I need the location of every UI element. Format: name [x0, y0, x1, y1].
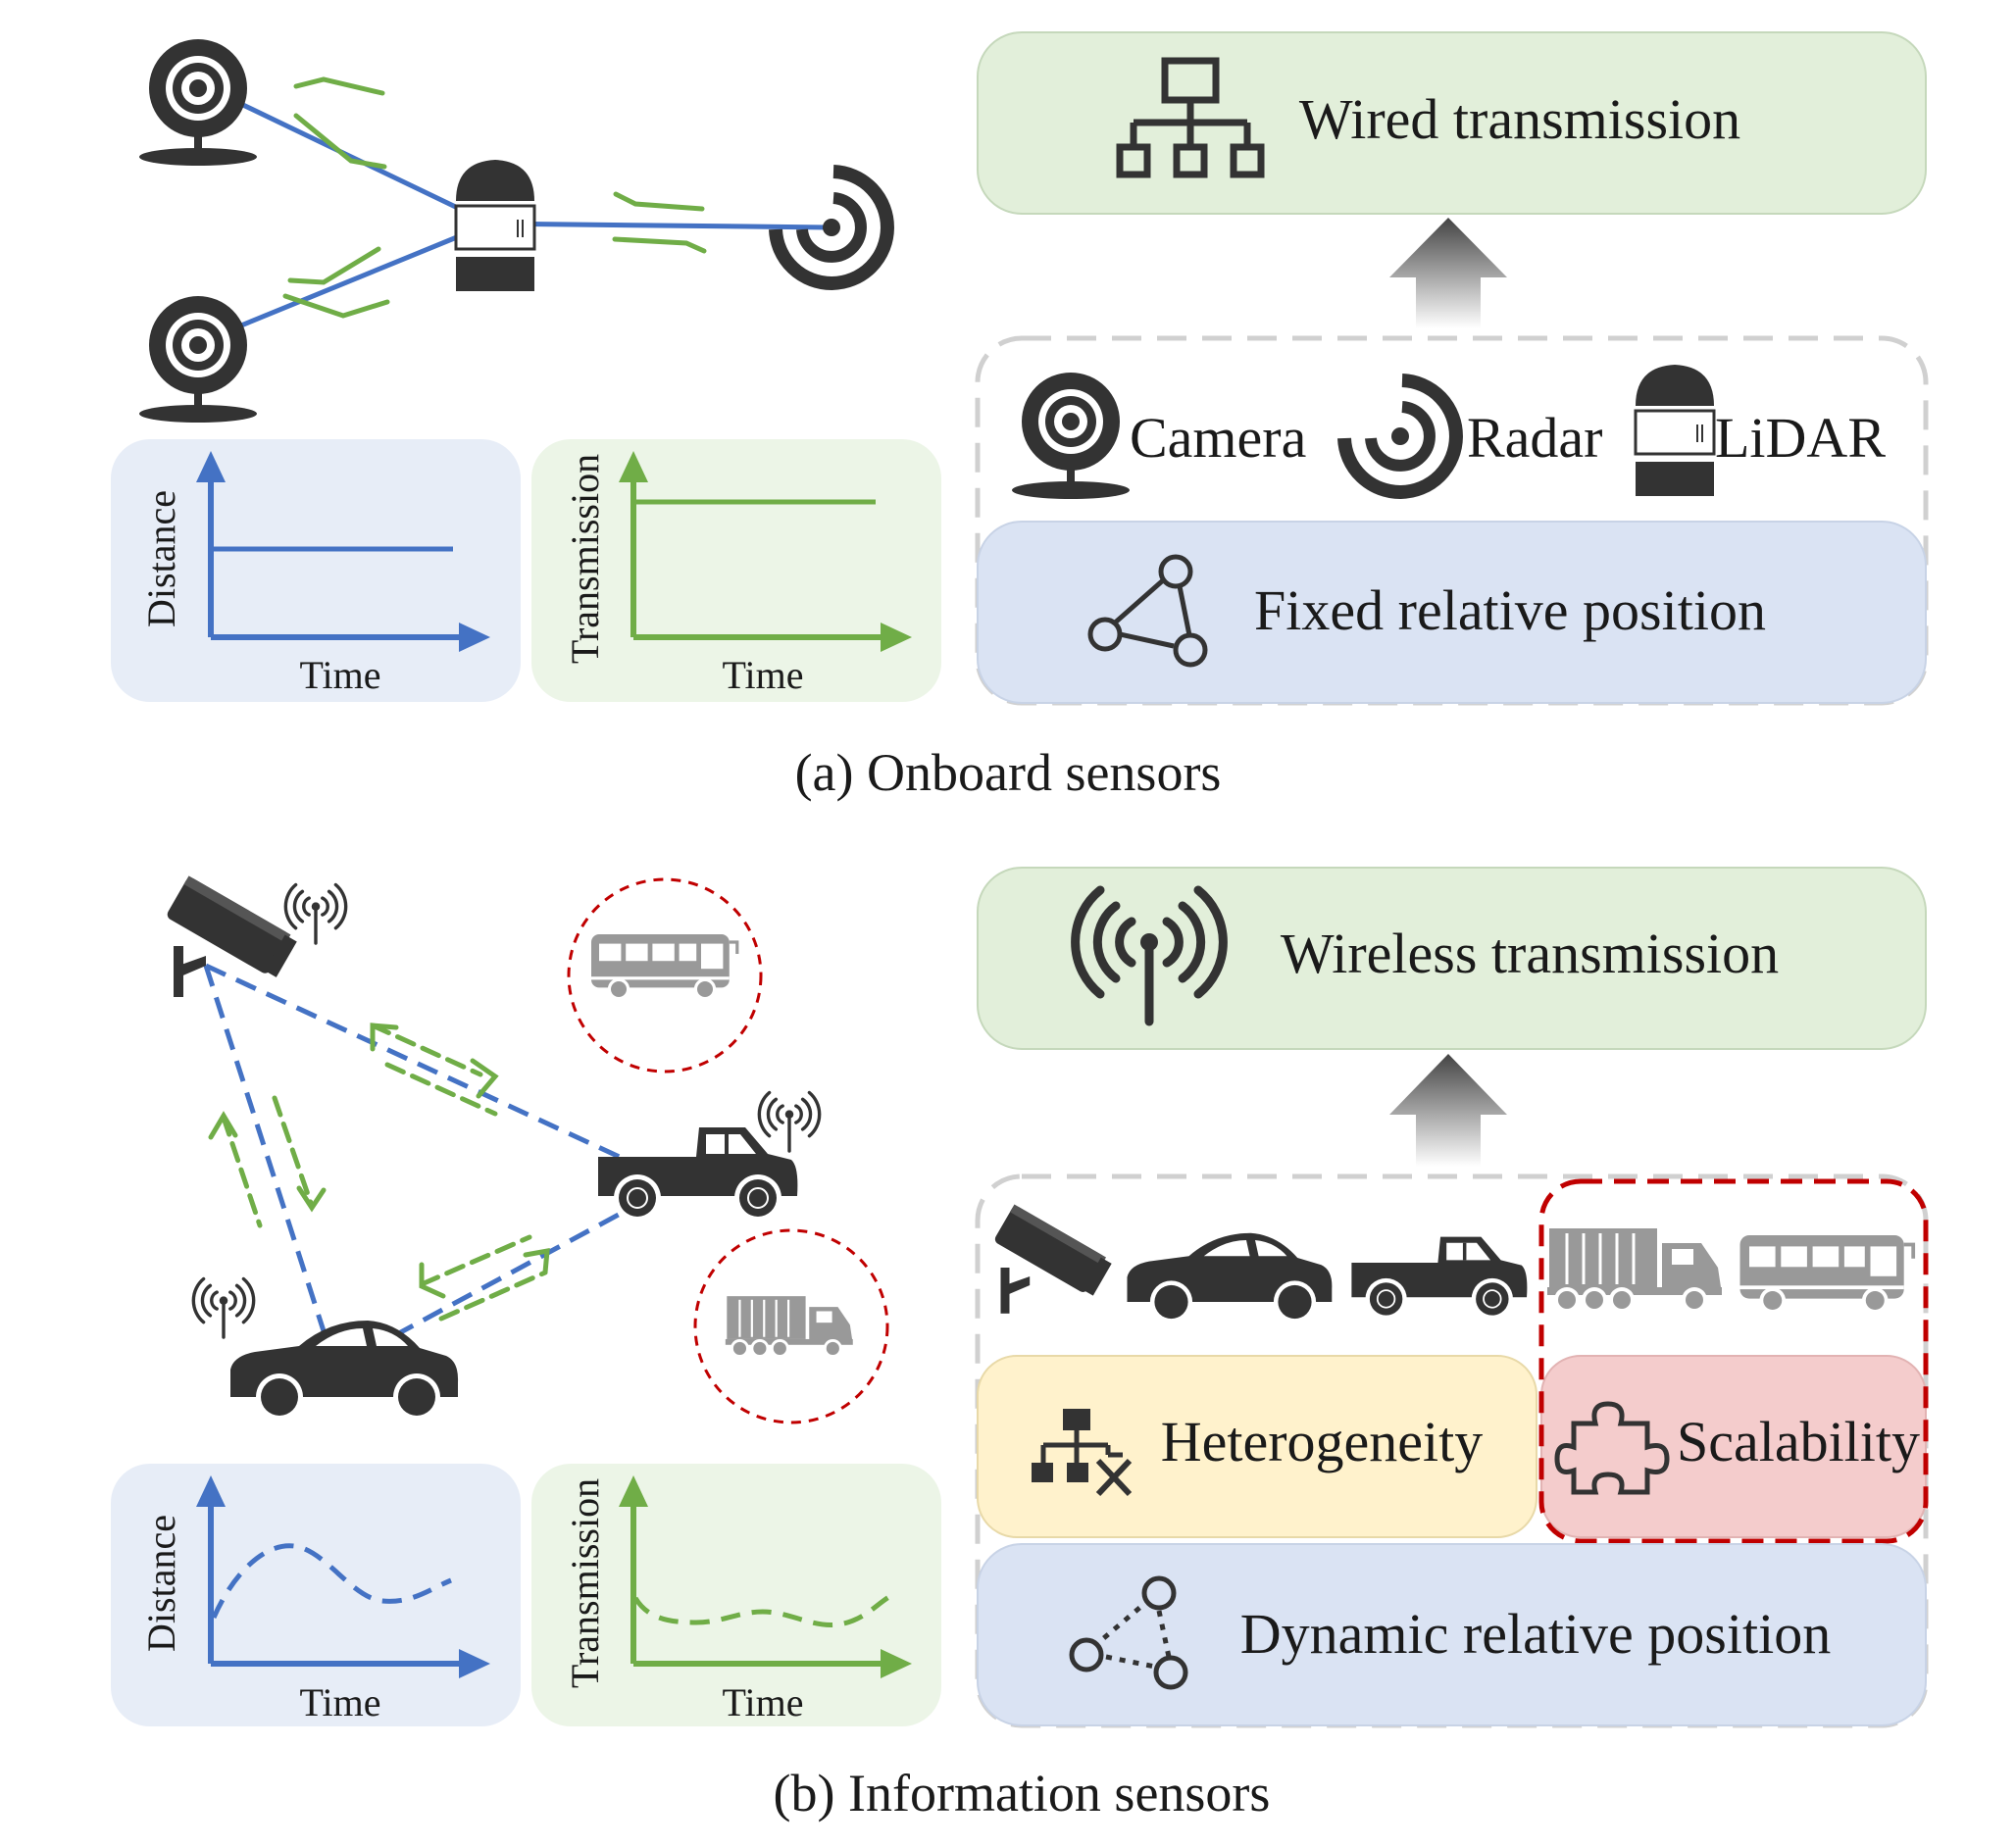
chart-transmission-info: Transmission Time [531, 1464, 941, 1726]
chart-distance-onboard: Distance Time [111, 439, 521, 702]
lidar-icon [454, 158, 536, 293]
onboard-sensors-group: Camera Radar LiDAR [975, 335, 1929, 706]
scalability-label: Scalability [1677, 1410, 1920, 1473]
heterogeneity-label: Heterogeneity [1161, 1410, 1484, 1473]
caption-a: (a) Onboard sensors [795, 743, 1222, 802]
wireless-transmission-label: Wireless transmission [1281, 922, 1779, 985]
truck-icon [1545, 1226, 1724, 1315]
car-icon [230, 1321, 459, 1421]
onboard-sensor-network [139, 39, 887, 423]
up-arrow-icon [1389, 218, 1507, 328]
wired-transmission-label: Wired transmission [1299, 87, 1740, 151]
antenna-icon [757, 1090, 822, 1153]
puzzle-icon [1554, 1401, 1670, 1495]
dynamic-position-label: Dynamic relative position [1240, 1602, 1831, 1666]
chart-distance-info: Distance Time [111, 1464, 521, 1726]
camera-icon [139, 39, 257, 166]
heterogeneity-box: Heterogeneity [977, 1355, 1537, 1538]
y-axis-label: Distance [139, 1515, 183, 1652]
dotted-triangle-icon [1069, 1575, 1188, 1690]
cctv-camera-icon [992, 1204, 1114, 1314]
hierarchy-icon [1116, 57, 1265, 178]
camera-icon [139, 296, 257, 423]
wireless-antenna-icon [1071, 885, 1228, 1026]
lidar-icon [1634, 363, 1716, 498]
fixed-position-label: Fixed relative position [1254, 578, 1766, 642]
cctv-camera-icon [165, 875, 299, 997]
fixed-position-box: Fixed relative position [977, 521, 1927, 704]
caption-b: (b) Information sensors [774, 1764, 1271, 1822]
x-axis-label: Time [299, 1680, 380, 1724]
x-axis-label: Time [722, 653, 803, 697]
bus-icon [589, 932, 739, 1002]
truck-icon [724, 1295, 854, 1360]
lidar-label: LiDAR [1715, 406, 1886, 470]
y-axis-label: Distance [139, 490, 183, 627]
pickup-truck-icon [1349, 1234, 1530, 1322]
camera-label: Camera [1130, 406, 1306, 470]
wireless-transmission-box: Wireless transmission [977, 867, 1927, 1050]
triangle-network-icon [1087, 554, 1208, 668]
radar-icon [1344, 380, 1456, 492]
up-arrow-icon [1389, 1054, 1507, 1167]
x-axis-label: Time [299, 653, 380, 697]
camera-icon [1012, 373, 1130, 499]
car-icon [1127, 1232, 1333, 1323]
wired-transmission-box: Wired transmission [977, 31, 1927, 215]
antenna-icon [191, 1276, 256, 1339]
y-axis-label: Transmission [563, 1478, 607, 1688]
antenna-icon [283, 882, 348, 945]
scalability-box: Scalability [1540, 1355, 1927, 1538]
heterogeneity-icon [1032, 1409, 1133, 1497]
pickup-truck-icon [596, 1125, 800, 1223]
y-axis-label: Transmission [563, 454, 607, 664]
scalability-group-outline [1538, 1178, 1929, 1544]
radar-label: Radar [1467, 406, 1603, 470]
bus-icon [1738, 1233, 1916, 1316]
dynamic-position-box: Dynamic relative position [977, 1543, 1927, 1726]
x-axis-label: Time [722, 1680, 803, 1724]
chart-transmission-onboard: Transmission Time [531, 439, 941, 702]
information-sensor-network [165, 875, 889, 1424]
